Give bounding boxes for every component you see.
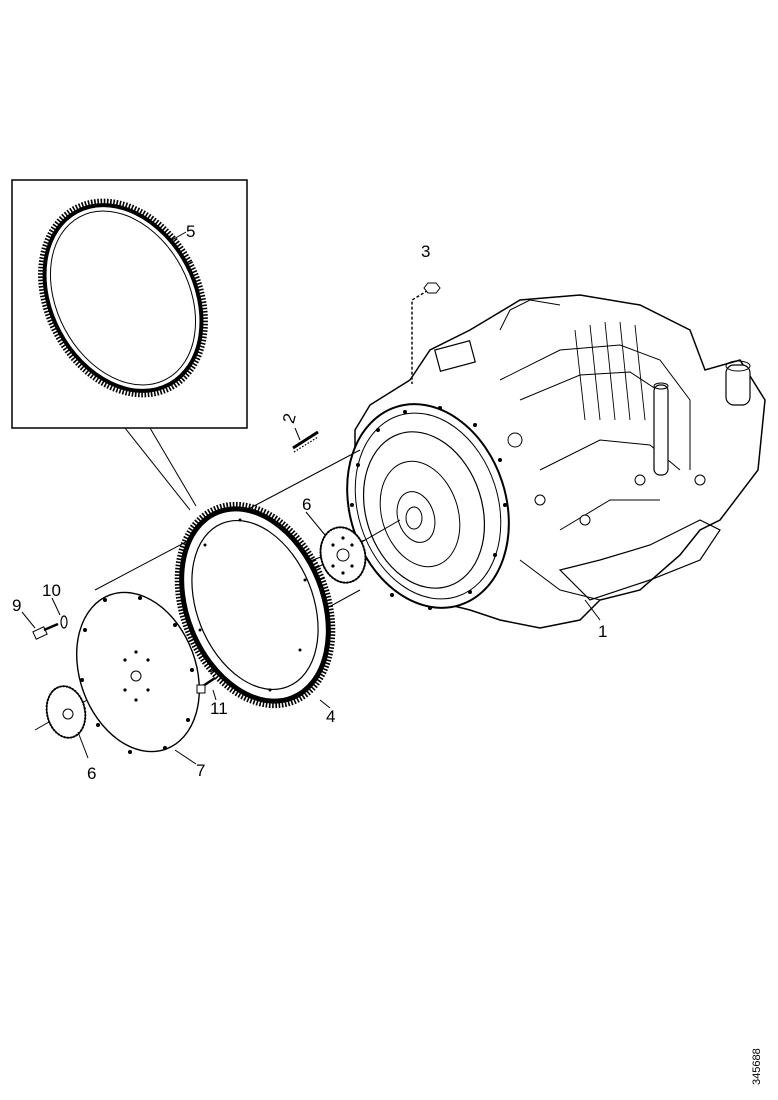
nut-3 bbox=[423, 282, 441, 294]
callout-7: 7 bbox=[196, 761, 205, 780]
ring-gear-detail bbox=[38, 198, 208, 398]
bolt-9 bbox=[32, 622, 59, 640]
callout-4: 4 bbox=[326, 707, 335, 726]
callout-9: 9 bbox=[12, 596, 21, 615]
ring-gear-4 bbox=[174, 501, 336, 709]
callout-11: 11 bbox=[210, 699, 228, 718]
flexplate-6-lower bbox=[45, 685, 89, 759]
callout-3: 3 bbox=[421, 242, 430, 261]
callout-10: 10 bbox=[42, 581, 61, 600]
drive-plate-7 bbox=[76, 591, 200, 765]
stud-2 bbox=[292, 430, 319, 453]
figure-id: 345688 bbox=[751, 1048, 763, 1085]
washer-10 bbox=[60, 615, 68, 629]
leader-lines bbox=[21, 427, 601, 709]
callout-6-lower: 6 bbox=[87, 764, 96, 783]
callout-2: 2 bbox=[279, 411, 300, 425]
flexplate-6-center bbox=[319, 526, 367, 584]
bolt-3-assembly-line bbox=[411, 282, 441, 384]
callout-6-center: 6 bbox=[302, 495, 311, 514]
callout-1: 1 bbox=[598, 622, 607, 641]
callout-5: 5 bbox=[186, 222, 195, 241]
transmission-assembly bbox=[346, 294, 766, 629]
bolt-11 bbox=[196, 676, 216, 694]
detail-inset bbox=[11, 179, 248, 511]
